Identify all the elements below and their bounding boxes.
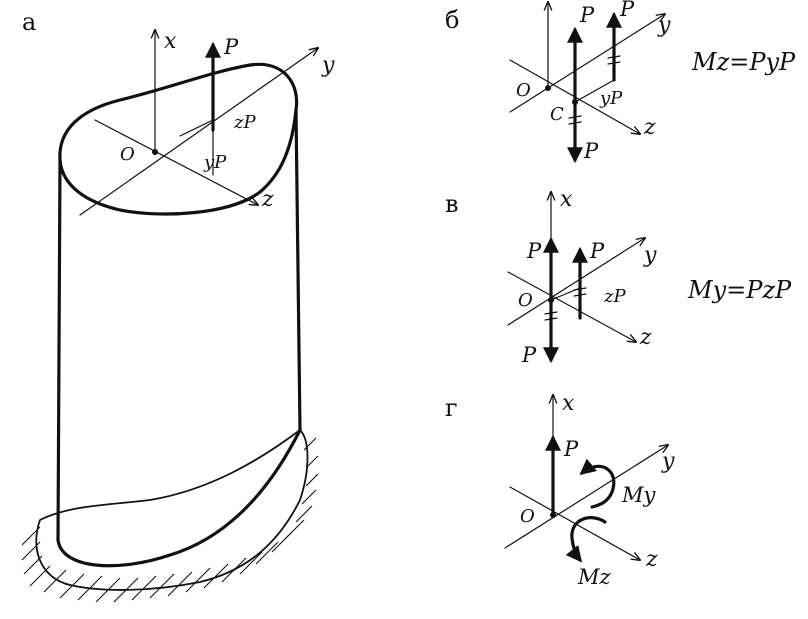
force-p-up-right-label-b: P — [619, 0, 635, 21]
moment-my-arrow — [579, 458, 616, 509]
z-axis-v — [507, 271, 636, 342]
force-p-label-a: P — [223, 35, 239, 59]
force-p-up-left-label-v: P — [526, 239, 542, 263]
point-c-label-b: C — [550, 104, 564, 125]
x-axis-label-v: x — [560, 187, 573, 212]
zp-dimension-line-v — [550, 287, 581, 301]
yp-dimension-line-b — [574, 79, 615, 103]
y-axis-v — [507, 238, 645, 326]
z-axis-label-a: z — [261, 187, 274, 212]
force-p-up-right-label-v: P — [589, 239, 605, 263]
force-p-down-label-v: P — [521, 343, 537, 367]
moment-my-label: My — [621, 483, 657, 507]
force-p-down-label-b: P — [583, 139, 599, 163]
ground-hatching — [21, 429, 319, 603]
y-axis-label-v: y — [643, 243, 657, 268]
y-axis-g — [504, 445, 668, 549]
y-axis-label-g: y — [661, 449, 675, 474]
z-axis-label-b: z — [643, 115, 656, 140]
z-axis-a — [94, 119, 258, 205]
formula-mz: Mz=PyP — [691, 48, 796, 76]
origin-point-b — [545, 85, 551, 91]
moment-mz-label: Mz — [577, 565, 612, 589]
origin-label-a: O — [120, 144, 135, 165]
formula-my: My=PzP — [687, 276, 792, 304]
origin-label-v: O — [518, 290, 533, 311]
moment-mz-arrow — [565, 516, 607, 563]
force-p-up-left-label-b: P — [579, 3, 595, 27]
origin-label-b: O — [516, 80, 531, 101]
y-axis-label-b: y — [657, 13, 671, 38]
zp-dimension-line — [179, 119, 214, 137]
panel-v-label: в — [445, 190, 459, 218]
x-axis-label-g: x — [562, 391, 575, 416]
panel-v: в x y z O P P P zP My=PzP — [445, 187, 792, 367]
x-axis-label-a: x — [164, 29, 177, 54]
y-axis-a — [79, 48, 318, 216]
panel-a-label: а — [22, 8, 36, 36]
panel-g: г x y z O P My Mz — [445, 391, 675, 589]
yp-label-b: yP — [599, 88, 623, 109]
column-body — [56, 62, 302, 568]
force-p-label-g: P — [563, 437, 579, 461]
origin-point-a — [152, 149, 158, 155]
panel-b: б y z O C P P P yP Mz=PyP — [445, 0, 796, 164]
yp-label-a: yP — [203, 152, 227, 173]
y-axis-b — [509, 14, 665, 113]
panel-a: а — [21, 8, 335, 603]
panel-b-label: б — [445, 6, 459, 34]
z-axis-label-g: z — [645, 547, 658, 572]
y-axis-label-a: y — [321, 53, 335, 78]
origin-label-g: O — [520, 506, 535, 527]
zp-label-v: zP — [603, 286, 626, 307]
zp-label-a: zP — [233, 112, 256, 133]
z-axis-label-v: z — [639, 325, 652, 350]
panel-g-label: г — [445, 394, 458, 422]
